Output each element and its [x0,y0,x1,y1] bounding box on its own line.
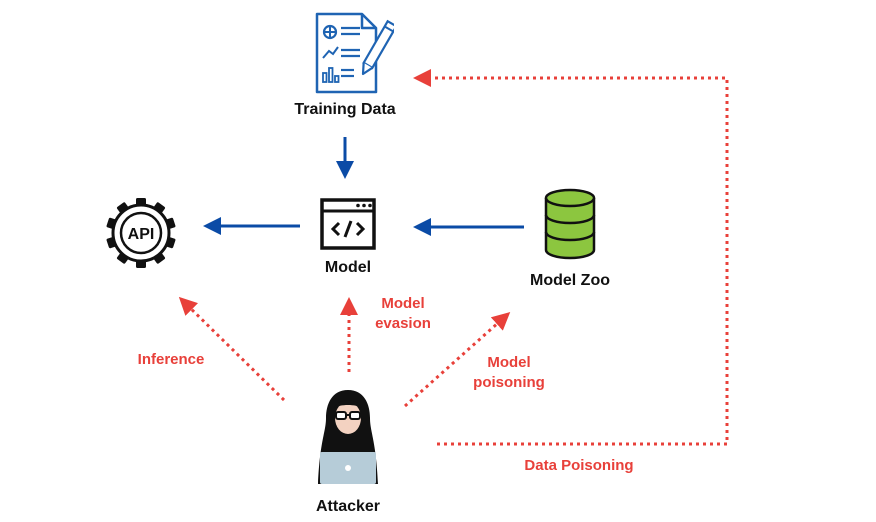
api-text: API [128,226,155,243]
model-evasion-line2: evasion [375,314,431,332]
arrow-attacker-to-zoo [404,312,511,408]
arrow-attacker-to-api [178,296,286,402]
data-poisoning-label: Data Poisoning [524,457,634,474]
attacker-label: Attacker [315,498,381,515]
api-gear-icon: API [106,198,176,268]
model-evasion-label: Model evasion [375,294,431,333]
training-data-label: Training Data [294,101,396,118]
database-icon [544,188,596,260]
model-poisoning-line1: Model [487,354,531,371]
code-window-icon [320,198,376,250]
model-evasion-line1: Model [381,295,425,312]
hacker-icon [318,390,378,484]
inference-label: Inference [137,351,205,368]
model-poisoning-line2: poisoning [473,373,545,391]
model-label: Model [324,259,372,276]
model-zoo-label: Model Zoo [530,272,610,289]
document-icon [315,12,394,94]
model-poisoning-label: Model poisoning [473,353,545,392]
arrow-data-poisoning [413,69,729,446]
